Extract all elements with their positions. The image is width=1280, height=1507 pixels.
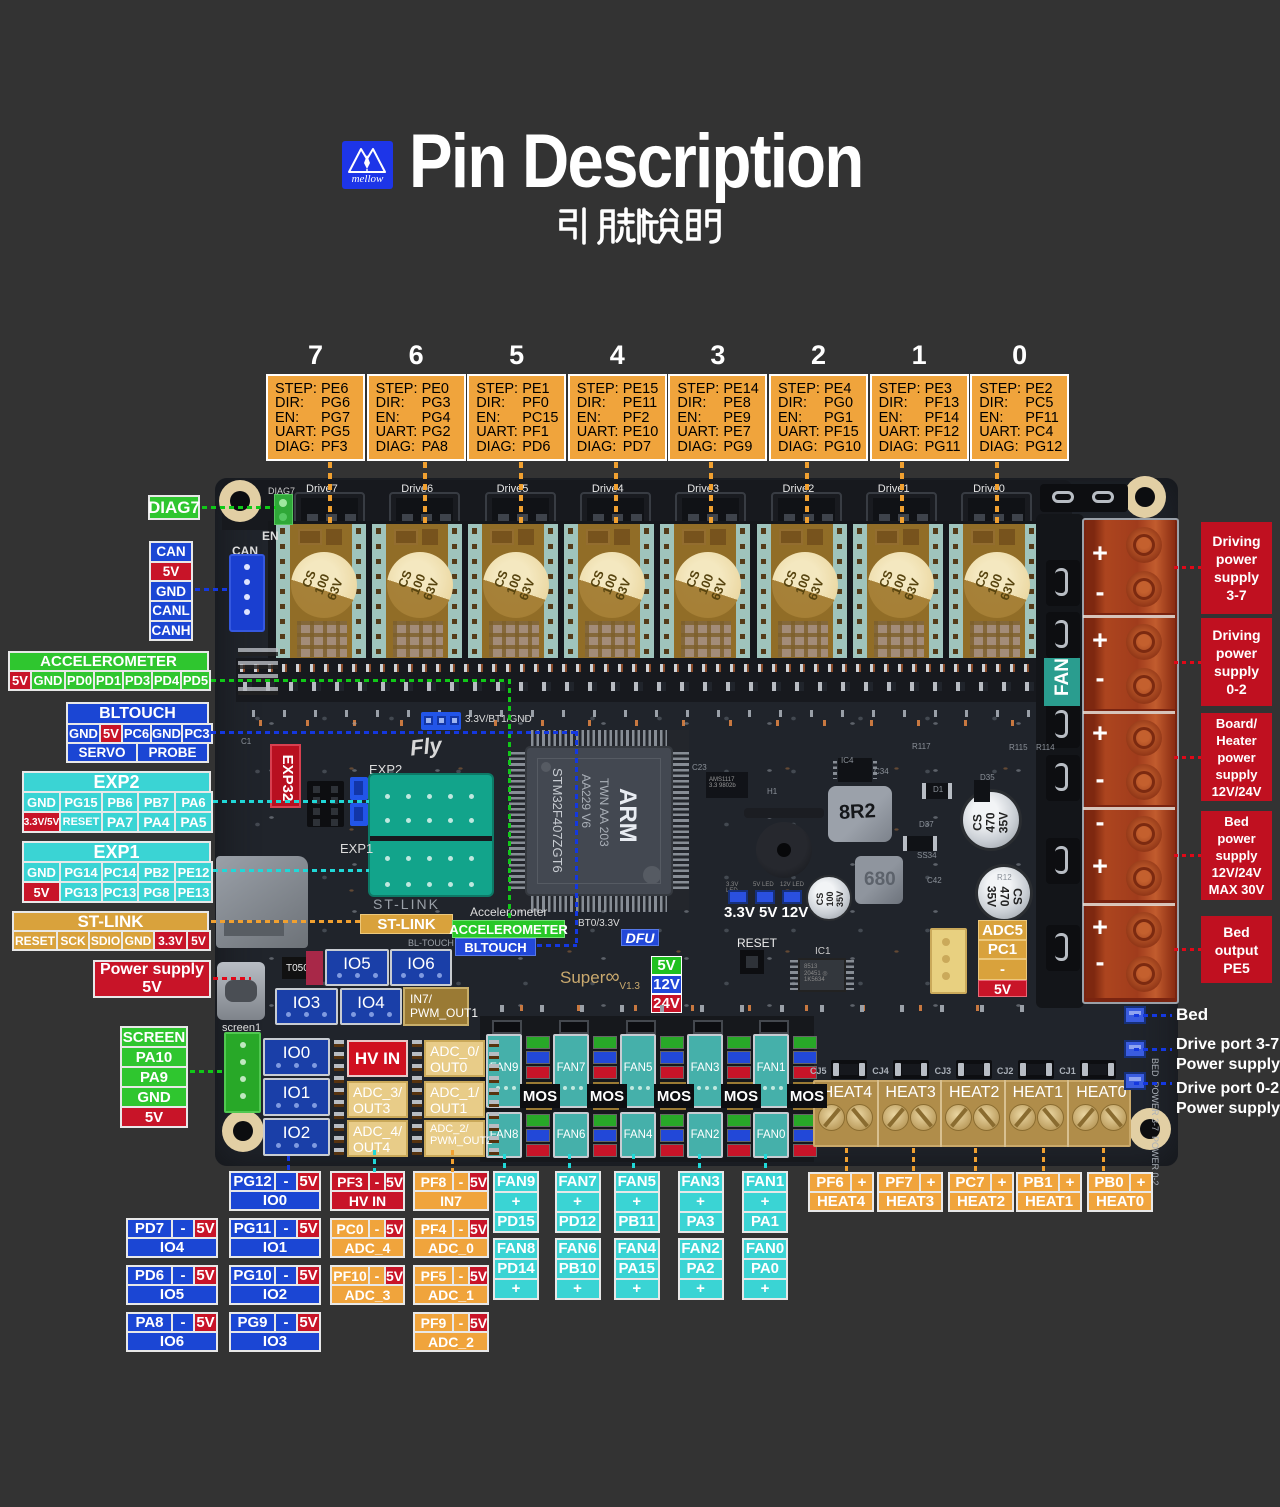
svg-text:mellow: mellow	[352, 173, 384, 185]
